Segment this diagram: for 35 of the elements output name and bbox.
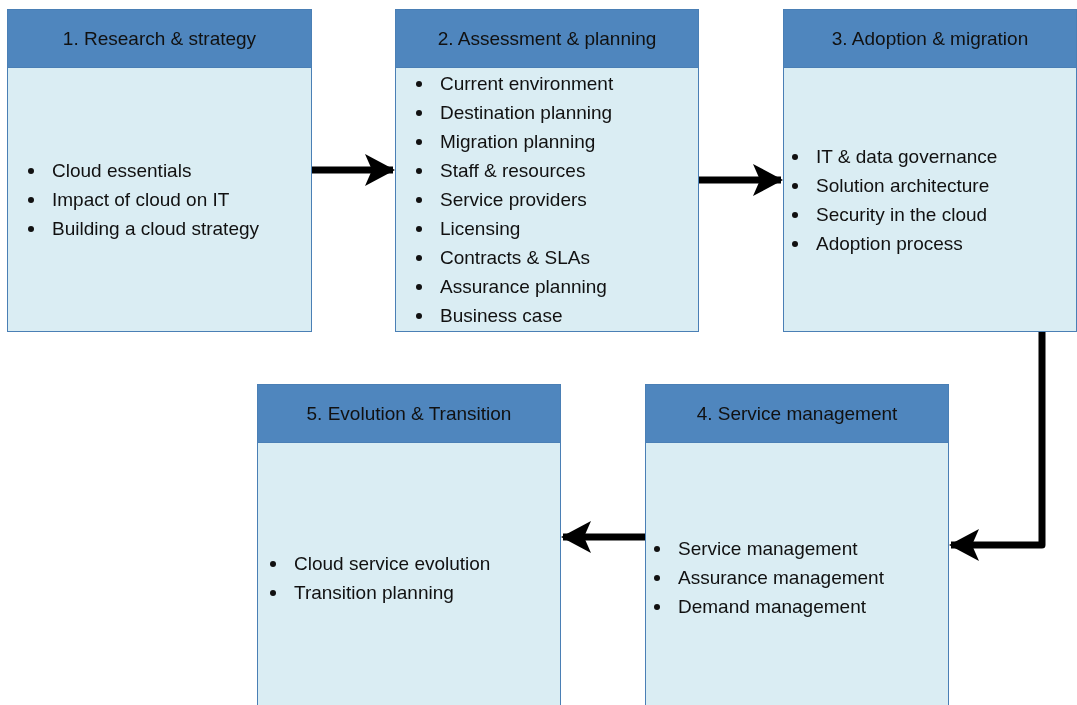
list-item: Cloud service evolution <box>268 548 491 578</box>
stage-header: 5. Evolution & Transition <box>258 385 560 443</box>
list-item: Staff & resources <box>414 156 586 185</box>
list-item: Business case <box>414 301 563 330</box>
arrow <box>561 521 645 553</box>
list-item: Cloud essentials <box>26 156 192 185</box>
stage-header: 2. Assessment & planning <box>396 10 698 68</box>
list-item: Adoption process <box>790 228 963 258</box>
stage-header: 1. Research & strategy <box>8 10 311 68</box>
stage-panel <box>257 384 561 705</box>
list-item: Building a cloud strategy <box>26 214 259 243</box>
list-item: Service providers <box>414 185 587 214</box>
list-item: Transition planning <box>268 577 454 607</box>
stage-header: 4. Service management <box>646 385 948 443</box>
arrow <box>699 164 783 196</box>
list-item: Security in the cloud <box>790 199 988 229</box>
list-item: IT & data governance <box>790 141 998 171</box>
list-item: Service management <box>652 534 858 563</box>
list-item: Destination planning <box>414 98 613 127</box>
list-item: Migration planning <box>414 127 596 156</box>
stage-panel <box>783 9 1077 332</box>
list-item: Contracts & SLAs <box>414 243 590 272</box>
list-item: Current environment <box>414 69 614 98</box>
list-item: Assurance planning <box>414 272 607 301</box>
list-item: Licensing <box>414 214 521 243</box>
stage-panel <box>395 9 699 332</box>
list-item: Assurance management <box>652 563 884 592</box>
arrow <box>949 332 1046 561</box>
list-item: Demand management <box>652 592 866 621</box>
stage-panel <box>7 9 312 332</box>
arrow <box>312 154 395 186</box>
stage-panel <box>645 384 949 705</box>
list-item: Solution architecture <box>790 170 990 200</box>
list-item: Impact of cloud on IT <box>26 185 230 214</box>
stage-header: 3. Adoption & migration <box>784 10 1076 68</box>
